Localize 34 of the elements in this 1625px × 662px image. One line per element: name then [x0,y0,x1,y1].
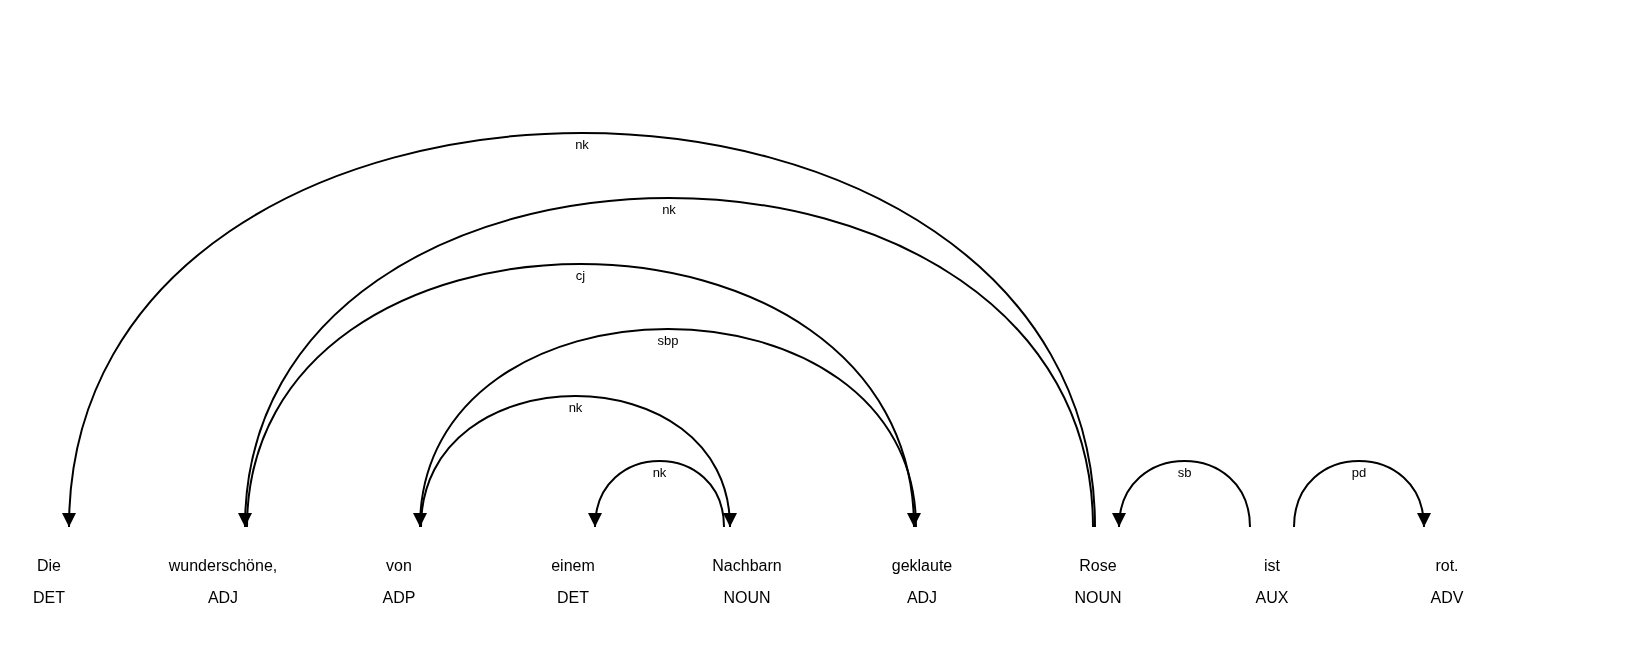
edge-label: nk [660,203,678,217]
token-word: Die [36,557,62,575]
edge-label: nk [573,138,591,152]
pos-tag: DET [0,589,124,607]
token-word: einem [550,557,596,575]
pos-tag: ADV [1372,589,1522,607]
dependency-arc [1113,460,1251,528]
token-word: Nachbarn [711,557,783,575]
pos-tag: DET [498,589,648,607]
pos-tag: AUX [1197,589,1347,607]
dependency-arc [240,197,1094,528]
edge-label: sbp [655,334,681,348]
pos-tag: NOUN [1023,589,1173,607]
edge-label: sb [1175,466,1194,480]
pos-tag: ADJ [847,589,997,607]
edge-label: nk [566,401,585,415]
dependency-arc [246,263,919,528]
token-word: wunderschöne, [167,557,279,575]
token-word: geklaute [890,557,954,575]
pos-tag: NOUN [672,589,822,607]
dependency-arc [1293,460,1430,528]
token-word: von [385,557,413,575]
edge-label: cj [573,269,588,283]
dependency-arc [589,460,725,528]
dependency-arc [64,132,1096,528]
dependency-arc [420,395,735,528]
edge-label: nk [650,466,669,480]
token-word: Rose [1078,557,1118,575]
edge-label: pd [1349,466,1369,480]
token-word: rot. [1434,557,1460,575]
token-word: ist [1263,557,1281,575]
pos-tag: ADP [324,589,474,607]
dependency-arc [415,328,917,528]
pos-tag: ADJ [148,589,298,607]
